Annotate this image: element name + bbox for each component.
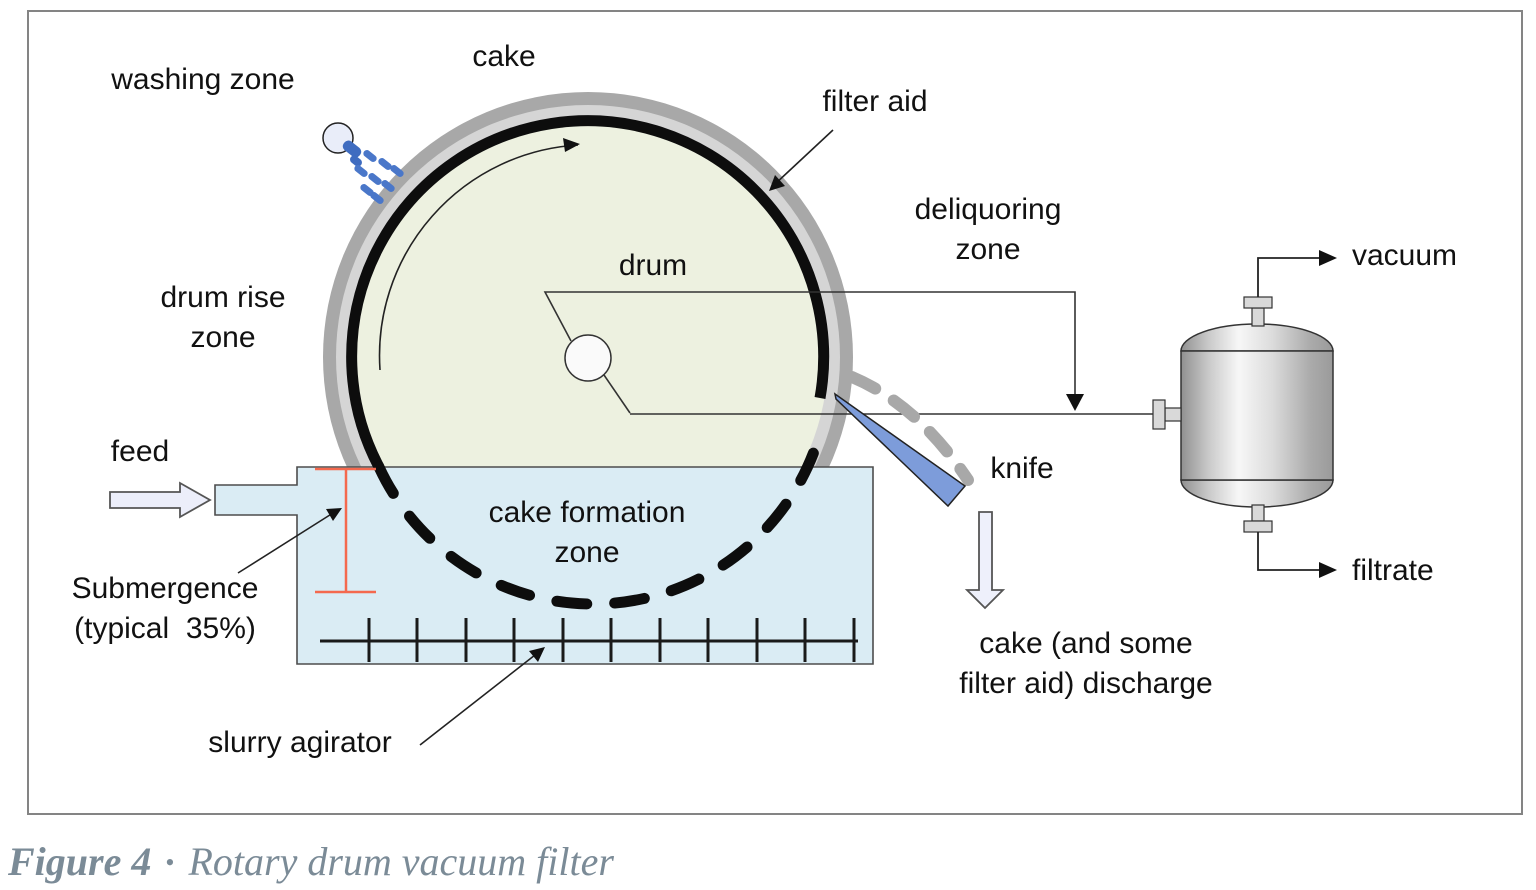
tank-top-nozzle bbox=[1251, 307, 1265, 327]
deliquoring-down-arrowhead bbox=[1066, 394, 1084, 411]
cake-ring-dashed bbox=[373, 434, 824, 610]
tank-bottom-dome bbox=[1180, 479, 1334, 508]
washing-zone-label: washing zone bbox=[111, 63, 295, 96]
filter-aid-label: filter aid bbox=[822, 85, 928, 118]
filtrate-arrowhead bbox=[1319, 562, 1337, 578]
stream-lines bbox=[1257, 257, 1327, 571]
slurry-agitator-leader bbox=[419, 654, 536, 746]
vacuum-receiver-tank bbox=[1152, 296, 1334, 533]
vacuum-line bbox=[1257, 257, 1327, 297]
slurry-agitator-arrowhead bbox=[529, 647, 545, 662]
cake-ring-solid bbox=[346, 115, 830, 470]
washing-spray bbox=[322, 122, 404, 204]
submergence-label: Submergence (typical 35%) bbox=[71, 572, 259, 645]
axle-leader-top bbox=[543, 291, 1076, 398]
knife-label: knife bbox=[990, 452, 1054, 485]
deliquoring-zone-label: deliquoring zone bbox=[914, 193, 1062, 266]
cake-discharge-label: cake (and some filter aid) discharge bbox=[959, 627, 1213, 700]
drum-axle bbox=[564, 334, 612, 382]
filtrate-line bbox=[1257, 532, 1327, 571]
slurry-agitator-label: slurry agirator bbox=[208, 726, 392, 759]
tank-body bbox=[1180, 350, 1334, 481]
figure-title: Rotary drum vacuum filter bbox=[188, 839, 614, 884]
figure-caption: Figure 4 • Rotary drum vacuum filter bbox=[8, 838, 908, 885]
scraped-cake-dashes bbox=[846, 371, 974, 486]
leader-lines bbox=[237, 129, 834, 746]
submergence-leader bbox=[237, 512, 334, 574]
vacuum-arrowhead bbox=[1319, 250, 1337, 266]
tank-top-dome bbox=[1180, 323, 1334, 352]
cake-formation-zone-label: cake formation zone bbox=[488, 496, 686, 569]
tank-bottom-flange bbox=[1243, 520, 1273, 533]
discharge-arrow bbox=[964, 511, 1006, 610]
filtrate-label: filtrate bbox=[1352, 554, 1434, 587]
drum-rise-zone-label: drum rise zone bbox=[160, 281, 286, 354]
submergence-marker bbox=[315, 467, 376, 594]
feed-label: feed bbox=[110, 435, 170, 468]
tank-side-flange bbox=[1152, 399, 1166, 430]
spray-droplets bbox=[342, 140, 362, 167]
rotation-arrowhead bbox=[563, 138, 580, 152]
filter-aid-leader bbox=[773, 129, 834, 186]
drum-label: drum bbox=[618, 249, 688, 282]
slurry-agitator bbox=[320, 618, 858, 662]
axle-leader-bottom bbox=[603, 374, 631, 414]
figure-number: Figure 4 bbox=[8, 839, 152, 884]
knife-blade bbox=[833, 392, 967, 508]
feed-arrow bbox=[109, 481, 212, 519]
tank-bottom-nozzle bbox=[1251, 504, 1265, 522]
drum-axle-and-piping bbox=[543, 291, 1154, 415]
spray-droplet-fan bbox=[354, 150, 404, 204]
tank-side-nozzle bbox=[1164, 407, 1182, 422]
slurry-trough bbox=[214, 466, 874, 665]
filter-aid-arrowhead bbox=[769, 175, 785, 191]
tank-nozzles bbox=[1152, 296, 1273, 533]
caption-bullet: • bbox=[165, 848, 175, 877]
tank-top-flange bbox=[1243, 296, 1273, 309]
vacuum-label: vacuum bbox=[1352, 239, 1458, 272]
submergence-arrowhead bbox=[326, 508, 342, 521]
rotation-arrow bbox=[378, 138, 580, 371]
cake-label: cake bbox=[472, 40, 536, 73]
